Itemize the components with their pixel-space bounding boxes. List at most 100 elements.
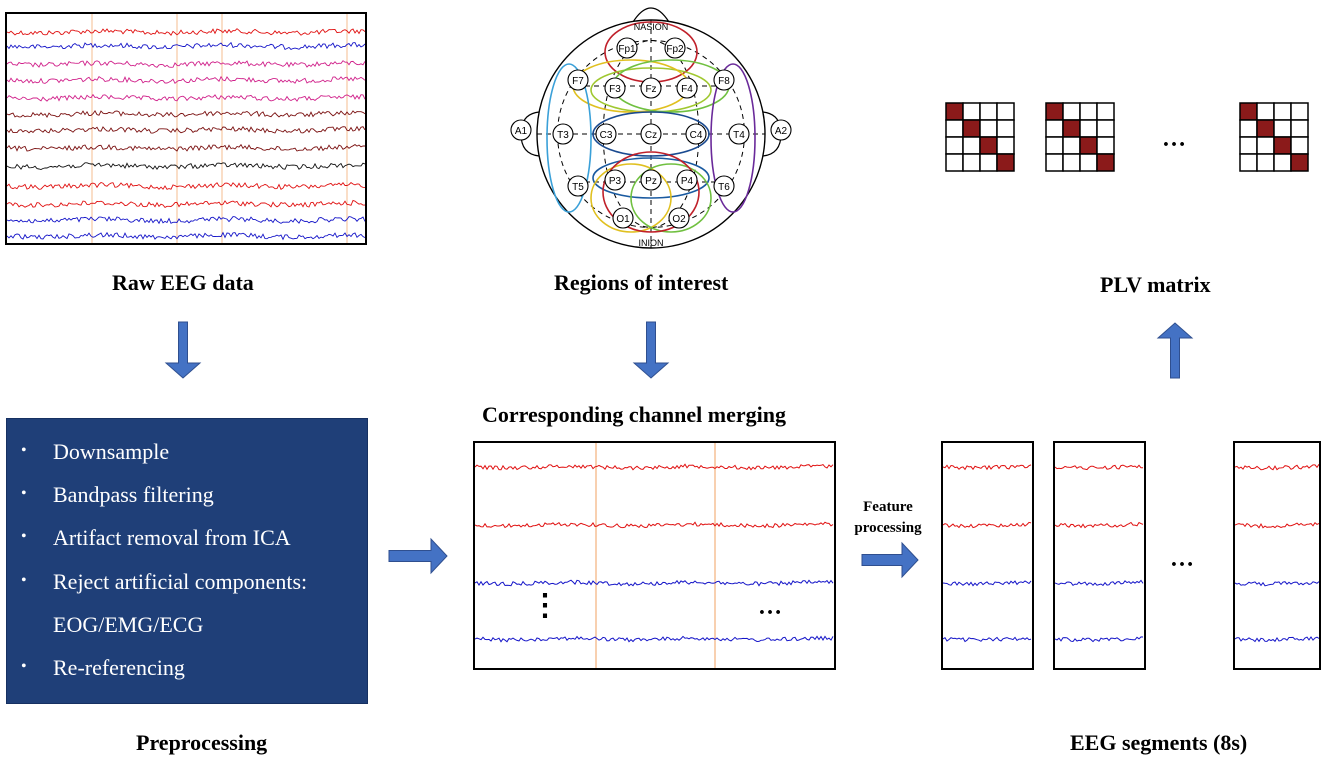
plv-matrix-cell [1256, 153, 1275, 172]
plv-matrix-cell [1079, 136, 1098, 155]
arrow-right-merge-to-segments [861, 541, 919, 579]
plv-caption: PLV matrix [1100, 272, 1211, 297]
roi-right-temporal [710, 63, 756, 213]
plv-matrix-cell [1079, 119, 1098, 138]
bullet-marker: • [21, 485, 27, 502]
plv-matrix-cell [962, 119, 981, 138]
arrow-up-segments-to-plv [1156, 322, 1194, 379]
electrode-f4 [676, 77, 698, 99]
arrow-down-raw-to-prep [164, 321, 202, 379]
plv-matrix-cell [1062, 119, 1081, 138]
raw-eeg-trace [7, 41, 365, 50]
electrode-p3 [604, 169, 626, 191]
electrode-f8 [713, 69, 735, 91]
roi-occipital-left [590, 163, 672, 233]
plv-matrix-cell [1273, 153, 1292, 172]
raw-eeg-trace [7, 143, 365, 152]
plv-matrix-cell [1062, 153, 1081, 172]
segment-trace [1235, 521, 1319, 529]
roi-frontal-left [572, 59, 690, 113]
segment-trace [1055, 521, 1144, 529]
electrode-c3 [595, 123, 617, 145]
electrode-fp1 [616, 37, 638, 59]
preprocessing-box: •Downsample•Bandpass filtering•Artifact … [6, 418, 368, 704]
roi-parietal [592, 157, 710, 199]
plv-matrix-cell [1290, 136, 1309, 155]
electrode-cz [640, 123, 662, 145]
nasion-label: NASION [634, 22, 669, 32]
electrode-label-a2: A2 [775, 126, 788, 137]
roi-occipital-right [630, 163, 712, 233]
electrode-label-f8: F8 [718, 76, 730, 87]
merged-channels-panel [473, 441, 836, 670]
electrode-label-f4: F4 [681, 84, 693, 95]
merged-horizontal-ellipsis: … [758, 594, 782, 620]
plv-matrix-cell [1062, 102, 1081, 121]
roi-prefrontal [604, 21, 698, 83]
raw-eeg-traces [7, 14, 365, 243]
plv-matrix-cell [979, 153, 998, 172]
plv-matrix-cell [996, 102, 1015, 121]
roi-left-temporal [546, 63, 592, 213]
electrode-label-o1: O1 [616, 214, 630, 225]
merged-trace [475, 521, 834, 529]
plv-matrix-cell [945, 136, 964, 155]
electrode-t4 [728, 123, 750, 145]
segment-traces-3 [1235, 464, 1319, 643]
merging-caption: Corresponding channel merging [482, 402, 786, 427]
plv-matrix-cell [945, 102, 964, 121]
plv-matrix-cell [1045, 102, 1064, 121]
electrode-t3 [552, 123, 574, 145]
roi-frontal-right [612, 59, 730, 113]
plv-matrices [945, 102, 1309, 172]
plv-matrix-cell [1062, 136, 1081, 155]
electrode-f7 [567, 69, 589, 91]
electrode-p4 [676, 169, 698, 191]
plv-matrix-cell [1045, 153, 1064, 172]
electrode-label-c3: C3 [600, 130, 613, 141]
inner-dashed-circle [557, 40, 745, 228]
electrode-f3 [604, 77, 626, 99]
merged-vertical-ellipsis: ⋮ [530, 589, 560, 622]
segment-trace [943, 580, 1032, 587]
plv-matrix-cell [1273, 136, 1292, 155]
bullet-marker: • [21, 572, 27, 589]
raw-eeg-trace [7, 93, 365, 102]
raw-eeg-trace [7, 60, 365, 68]
roi-posterior [602, 151, 700, 233]
plv-matrix-cell [945, 119, 964, 138]
plv-matrix-cell [1045, 136, 1064, 155]
raw-eeg-trace [7, 75, 365, 85]
electrode-fp2 [664, 37, 686, 59]
plv-matrix-cell [962, 102, 981, 121]
plv-matrix-cell [1096, 153, 1115, 172]
merged-trace [475, 579, 834, 587]
plv-matrix-cell [1239, 102, 1258, 121]
merged-trace [475, 463, 834, 471]
electrode-label-p3: P3 [609, 176, 622, 187]
segment-trace [1055, 636, 1144, 643]
electrode-label-fp2: Fp2 [666, 44, 684, 55]
preprocessing-step-text: Re-referencing [53, 655, 185, 680]
electrode-label-f3: F3 [609, 84, 621, 95]
merged-trace [475, 635, 834, 643]
raw-eeg-trace [7, 162, 365, 171]
electrode-label-cz: Cz [645, 130, 657, 141]
plv-matrix-cell [996, 153, 1015, 172]
preprocessing-step-text: EOG/EMG/ECG [53, 612, 204, 637]
roi-caption: Regions of interest [554, 270, 729, 295]
segment-trace [1055, 579, 1144, 587]
plv-ellipsis: … [1162, 126, 1186, 152]
electrode-a2 [770, 119, 792, 141]
feature-processing-label: Feature processing [843, 497, 933, 539]
segment-panel-1 [941, 441, 1034, 670]
plv-matrix-cell [1290, 119, 1309, 138]
nose-shape [632, 7, 670, 23]
plv-matrix-cell [1256, 136, 1275, 155]
plv-matrix-cell [1239, 136, 1258, 155]
plv-matrix-cell [1256, 102, 1275, 121]
electrode-o2 [668, 207, 690, 229]
electrode-label-o2: O2 [672, 214, 686, 225]
right-ear-shape [762, 111, 782, 157]
